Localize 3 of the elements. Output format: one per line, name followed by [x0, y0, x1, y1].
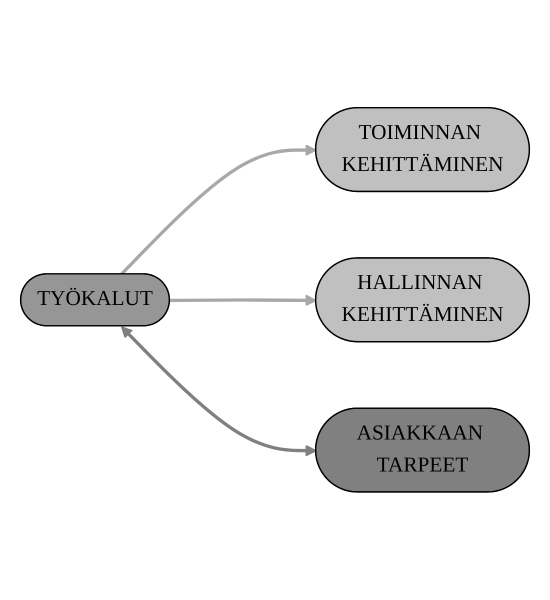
arrow — [120, 326, 317, 457]
arrow — [170, 294, 317, 306]
arrow — [120, 144, 317, 276]
